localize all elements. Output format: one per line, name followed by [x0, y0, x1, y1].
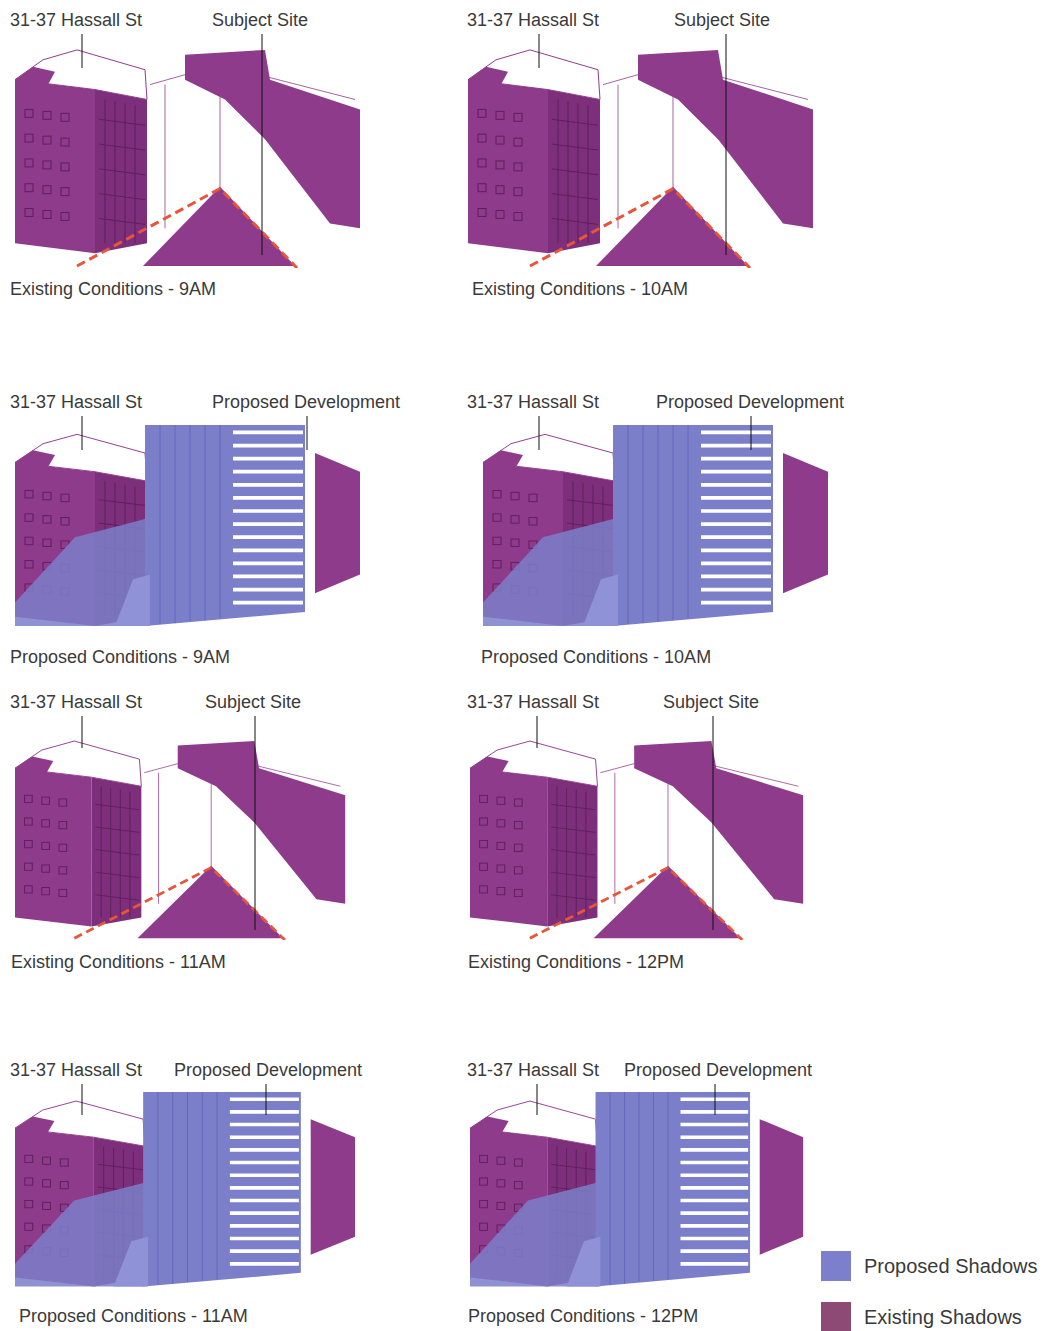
panel-caption: Existing Conditions - 11AM [11, 951, 226, 973]
proposed-9am [15, 425, 360, 626]
building-label: 31-37 Hassall St [467, 9, 599, 31]
building-label: 31-37 Hassall St [10, 1059, 142, 1081]
existing-11am [15, 741, 345, 940]
building-label: 31-37 Hassall St [467, 391, 599, 413]
proposed-12pm [470, 1092, 803, 1286]
panel-caption: Existing Conditions - 12PM [468, 951, 684, 973]
panel-caption: Existing Conditions - 9AM [10, 278, 216, 300]
site-label: Subject Site [663, 691, 759, 713]
building-label: 31-37 Hassall St [10, 9, 142, 31]
site-label: Subject Site [212, 9, 308, 31]
existing-9am [15, 50, 360, 268]
existing-10am [468, 50, 813, 268]
site-label: Proposed Development [212, 391, 400, 413]
panel-caption: Proposed Conditions - 11AM [19, 1305, 248, 1327]
site-label: Subject Site [205, 691, 301, 713]
panel-caption: Existing Conditions - 10AM [472, 278, 688, 300]
site-label: Proposed Development [656, 391, 844, 413]
building-label: 31-37 Hassall St [10, 691, 142, 713]
legend-text: Existing Shadows [864, 1305, 1022, 1329]
site-label: Proposed Development [624, 1059, 812, 1081]
panel-caption: Proposed Conditions - 10AM [481, 646, 711, 668]
existing-12pm [470, 741, 803, 940]
proposed-10am [483, 425, 828, 626]
building-label: 31-37 Hassall St [467, 1059, 599, 1081]
building-label: 31-37 Hassall St [10, 391, 142, 413]
site-label: Proposed Development [174, 1059, 362, 1081]
site-label: Subject Site [674, 9, 770, 31]
proposed-11am [15, 1092, 355, 1286]
building-label: 31-37 Hassall St [467, 691, 599, 713]
legend-swatch [821, 1251, 851, 1281]
legend-text: Proposed Shadows [864, 1254, 1037, 1278]
panel-caption: Proposed Conditions - 12PM [468, 1305, 698, 1327]
legend-swatch [821, 1302, 851, 1331]
panel-caption: Proposed Conditions - 9AM [10, 646, 230, 668]
